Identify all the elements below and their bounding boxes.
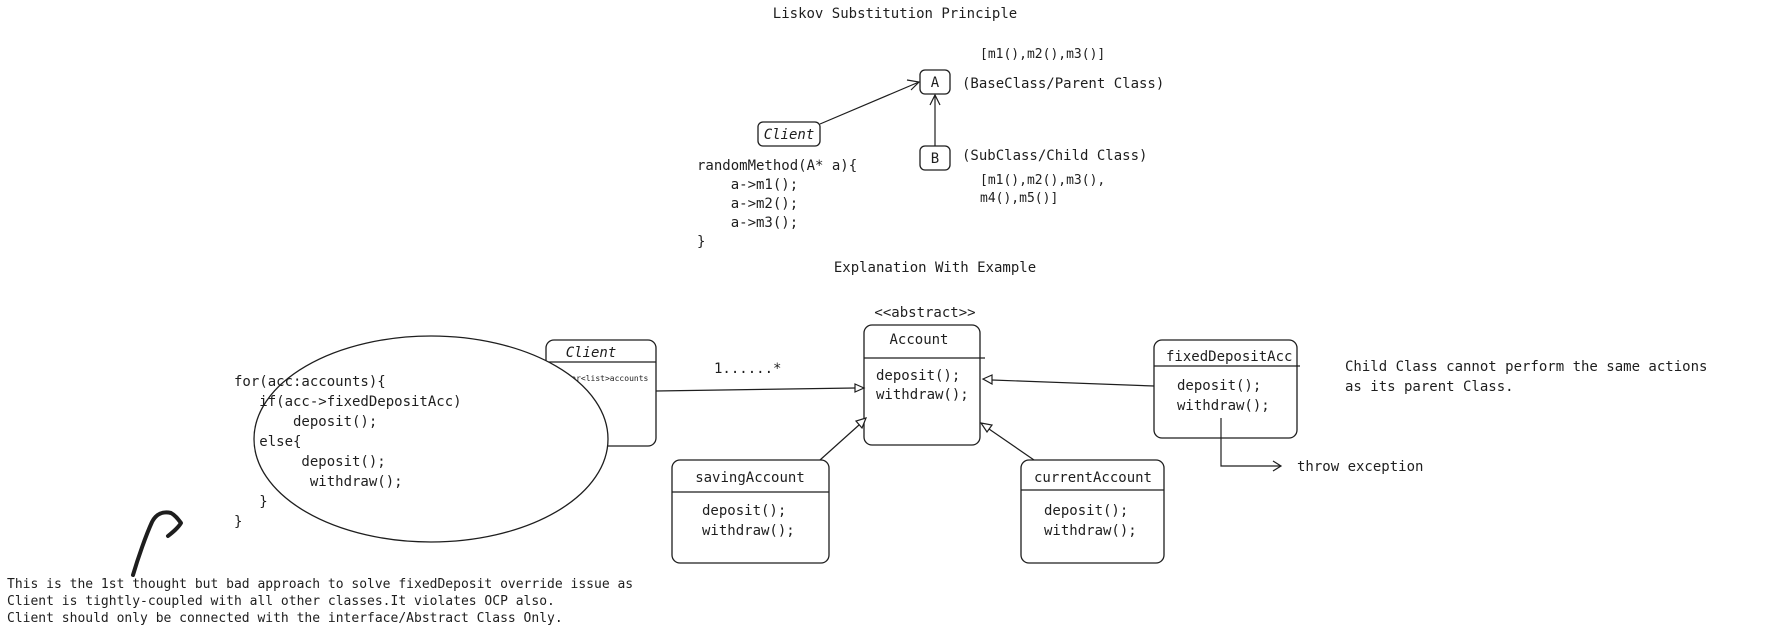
fixed-to-account-arrowhead	[981, 374, 993, 386]
current-account-name: currentAccount	[1034, 470, 1152, 486]
client-to-a-arrowhead	[906, 79, 921, 91]
class-a-description: (BaseClass/Parent Class)	[962, 76, 1164, 92]
account-name: Account	[889, 332, 948, 348]
fixed-deposit-method-deposit: deposit();	[1177, 378, 1261, 394]
saving-to-account-line	[819, 424, 860, 461]
svg-text:randomMethod(A* a){: randomMethod(A* a){	[697, 158, 857, 174]
svg-text:withdraw();: withdraw();	[234, 474, 403, 490]
class-b-label: B	[931, 151, 939, 167]
svg-text:deposit();: deposit();	[234, 454, 386, 470]
current-to-account-line	[988, 428, 1035, 461]
svg-text:}: }	[697, 234, 705, 250]
class-a-label: A	[931, 75, 940, 91]
throw-exception-arrowhead	[1272, 460, 1283, 472]
current-account-box[interactable]	[1020, 459, 1165, 564]
b-to-a-arrowhead	[929, 93, 941, 106]
class-a-methods: [m1(),m2(),m3()]	[980, 47, 1105, 62]
diagram-title: Liskov Substitution Principle	[773, 6, 1017, 22]
account-method-withdraw: withdraw();	[876, 387, 969, 403]
bottom-note-line3: Client should only be connected with the…	[7, 611, 563, 625]
fixed-deposit-name: fixedDepositAcc	[1166, 349, 1292, 365]
svg-text:a->m2();: a->m2();	[697, 196, 798, 212]
current-to-account-arrowhead	[979, 422, 994, 434]
client-to-account-arrowhead	[854, 383, 866, 393]
svg-text:else{: else{	[234, 434, 301, 450]
bottom-note-line2: Client is tightly-coupled with all other…	[7, 594, 555, 609]
svg-text:a->m3();: a->m3();	[697, 215, 798, 231]
example-client-field: vector<list>accounts	[552, 374, 649, 383]
saving-account-method-deposit: deposit();	[702, 503, 786, 519]
svg-text:if(acc->fixedDepositAcc): if(acc->fixedDepositAcc)	[234, 394, 462, 410]
fixed-deposit-box[interactable]	[1153, 339, 1298, 439]
svg-text:}: }	[234, 494, 268, 510]
class-b-methods-line2: m4(),m5()]	[980, 191, 1058, 206]
current-account-method-withdraw: withdraw();	[1044, 523, 1137, 539]
throw-exception-connector	[1220, 418, 1280, 467]
fixed-to-account-line	[991, 379, 1155, 387]
saving-to-account-arrowhead	[854, 417, 868, 430]
svg-text:}: }	[234, 514, 242, 530]
account-method-deposit: deposit();	[876, 368, 960, 384]
top-client-label: Client	[764, 127, 815, 143]
hand-drawn-arrow-icon	[131, 510, 183, 577]
child-class-note-line2: as its parent Class.	[1345, 379, 1514, 395]
child-class-note-line1: Child Class cannot perform the same acti…	[1345, 359, 1707, 375]
abstract-tag: <<abstract>>	[874, 305, 975, 321]
svg-text:a->m1();: a->m1();	[697, 177, 798, 193]
example-title: Explanation With Example	[834, 260, 1036, 276]
fixed-deposit-method-withdraw: withdraw();	[1177, 398, 1270, 414]
svg-text:for(acc:accounts){: for(acc:accounts){	[234, 374, 386, 390]
bad-approach-code: for(acc:accounts){ if(acc->fixedDepositA…	[234, 374, 462, 530]
class-b-methods-line1: [m1(),m2(),m3(),	[980, 173, 1105, 188]
account-box[interactable]	[863, 324, 981, 446]
saving-account-name: savingAccount	[695, 470, 805, 486]
random-method-code: randomMethod(A* a){ a->m1(); a->m2(); a-…	[697, 158, 857, 250]
throw-exception-label: throw exception	[1297, 459, 1423, 475]
association-multiplicity: 1......*	[714, 361, 781, 377]
example-client-name: Client	[566, 345, 617, 361]
saving-account-method-withdraw: withdraw();	[702, 523, 795, 539]
svg-text:deposit();: deposit();	[234, 414, 377, 430]
bottom-note-line1: This is the 1st thought but bad approach…	[7, 577, 633, 592]
bad-approach-ellipse	[253, 335, 609, 543]
class-b-description: (SubClass/Child Class)	[962, 148, 1147, 164]
client-to-account-line	[655, 387, 856, 392]
saving-account-box[interactable]	[671, 459, 830, 564]
client-to-a-arrow	[819, 81, 920, 125]
current-account-method-deposit: deposit();	[1044, 503, 1128, 519]
top-client-box[interactable]	[757, 121, 821, 147]
